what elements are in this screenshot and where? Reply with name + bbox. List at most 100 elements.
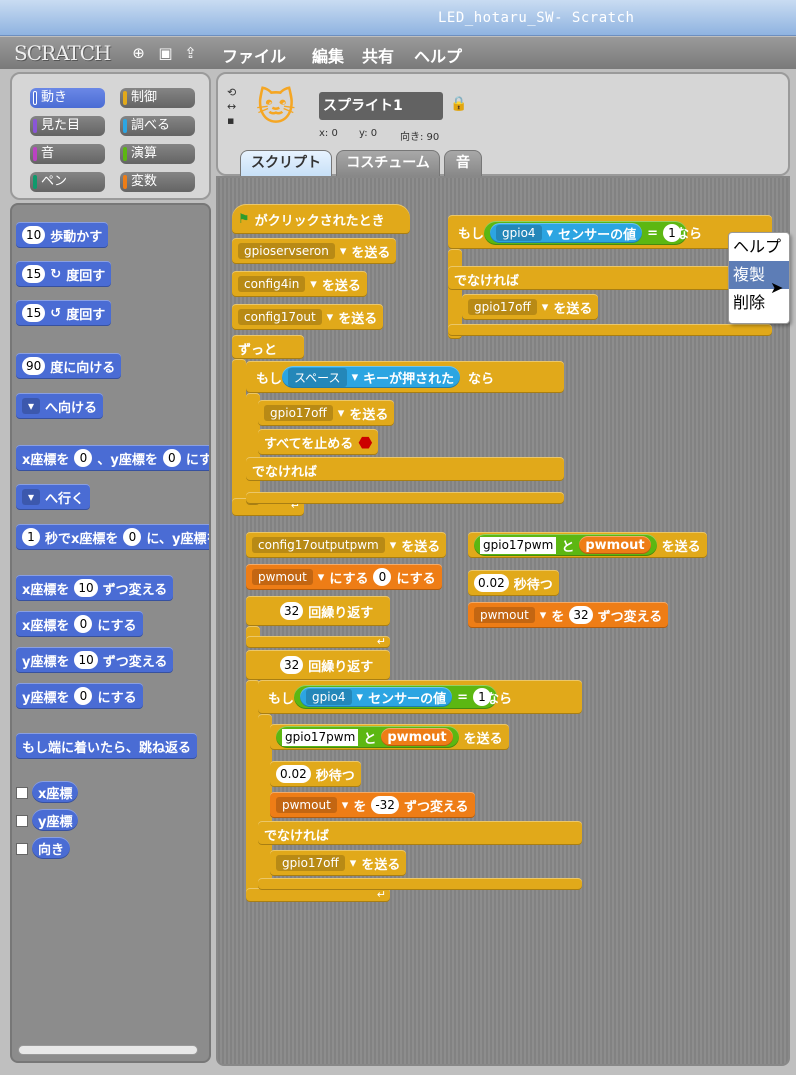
- when-flag-clicked-hat[interactable]: ⚑がクリックされたとき: [232, 204, 410, 234]
- block-point-towards[interactable]: ▾へ向ける: [16, 393, 104, 419]
- palette-scrollbar[interactable]: [18, 1045, 198, 1055]
- dropdown-icon: ▾: [22, 489, 41, 505]
- menu-help[interactable]: ヘルプ: [414, 47, 463, 66]
- checkbox-direction[interactable]: [16, 843, 28, 855]
- category-sensing[interactable]: 調べる: [120, 116, 195, 136]
- pwmout-reporter-2[interactable]: pwmout: [579, 536, 651, 554]
- turn-right-icon: ↻: [50, 266, 62, 282]
- reporter-x-position[interactable]: x座標: [32, 781, 79, 803]
- tab-sounds[interactable]: 音: [444, 150, 482, 176]
- sensor-value[interactable]: gpio4▾センサーの値: [490, 223, 643, 243]
- equals-operator[interactable]: gpio4▾センサーの値 =1: [484, 221, 687, 245]
- share-icon[interactable]: ⇪: [184, 44, 197, 62]
- block-bounce[interactable]: もし端に着いたら、跳ね返る: [16, 733, 198, 759]
- sprite-direction: 向き: 90: [400, 132, 440, 143]
- menu-share[interactable]: 共有: [362, 47, 395, 66]
- category-motion[interactable]: 動き: [30, 88, 105, 108]
- dropdown-icon: ▾: [356, 689, 364, 705]
- lock-icon[interactable]: 🔒: [450, 96, 468, 112]
- menu-edit[interactable]: 編集: [312, 47, 345, 66]
- broadcast-config17outputpwm[interactable]: config17outputpwm▾を送る: [246, 532, 447, 558]
- sensor-value-2[interactable]: gpio4▾センサーの値: [300, 687, 453, 707]
- category-operators[interactable]: 演算: [120, 144, 195, 164]
- dropdown-icon: ▾: [317, 569, 325, 585]
- reporter-direction[interactable]: 向き: [32, 837, 71, 859]
- forever-block[interactable]: [232, 335, 304, 359]
- repeat-end-2: ↵: [246, 888, 390, 902]
- category-control[interactable]: 制御: [120, 88, 195, 108]
- reporter-y-position[interactable]: y座標: [32, 809, 79, 831]
- dropdown-icon: ▾: [351, 369, 359, 385]
- sprite-y: y: 0: [359, 128, 378, 139]
- sprite-x: x: 0: [319, 128, 338, 139]
- broadcast-config17out[interactable]: config17out▾を送る: [232, 304, 384, 330]
- category-looks[interactable]: 見た目: [30, 116, 105, 136]
- repeat-block-2[interactable]: [246, 650, 390, 680]
- context-menu-help[interactable]: ヘルプ: [733, 237, 782, 256]
- menu-file[interactable]: ファイル: [222, 47, 287, 66]
- block-turn-right[interactable]: 15↻度回す: [16, 261, 112, 287]
- if-end-2: [448, 324, 772, 336]
- context-menu-duplicate[interactable]: 複製: [729, 261, 789, 289]
- tab-scripts[interactable]: スクリプト: [240, 150, 332, 176]
- broadcast-gpio17off-2[interactable]: gpio17off▾を送る: [462, 294, 599, 320]
- broadcast-gpioservseron[interactable]: gpioservseron▾を送る: [232, 238, 397, 264]
- tab-costumes[interactable]: コスチューム: [336, 150, 440, 176]
- stop-all-block[interactable]: すべてを止める⬣: [258, 429, 379, 455]
- dropdown-icon: ▾: [339, 243, 347, 259]
- category-variables[interactable]: 変数: [120, 172, 195, 192]
- loop-arrow-icon: ↵: [290, 499, 300, 512]
- save-icon[interactable]: ▣: [158, 44, 173, 62]
- loop-arrow-icon: ↵: [376, 888, 386, 901]
- block-turn-left[interactable]: 15↺度回す: [16, 300, 112, 326]
- else-bar-2: [448, 266, 772, 290]
- broadcast-config4in[interactable]: config4in▾を送る: [232, 271, 367, 297]
- repeat-block-1[interactable]: [246, 596, 390, 626]
- repeat-end-1: ↵: [246, 635, 390, 648]
- key-pressed-sensor[interactable]: スペース▾キーが押された: [282, 366, 461, 388]
- else-bar: [246, 457, 564, 481]
- scripts-area[interactable]: ⚑がクリックされたとき gpioservseron▾を送る config4in▾…: [216, 176, 790, 1066]
- equals-operator-2[interactable]: gpio4▾センサーの値 =1: [294, 685, 497, 709]
- rotation-style-icons[interactable]: ⟲↔▪: [227, 86, 237, 127]
- if-end-3: [258, 878, 582, 890]
- context-menu-delete[interactable]: 削除: [733, 293, 766, 312]
- broadcast-gpio17off[interactable]: gpio17off▾を送る: [258, 400, 395, 426]
- category-sound[interactable]: 音: [30, 144, 105, 164]
- menubar: SCRATCH ⊕ ▣ ⇪ ファイル 編集 共有 ヘルプ: [0, 37, 796, 69]
- block-goto-sprite[interactable]: ▾へ行く: [16, 484, 91, 510]
- dropdown-icon: ▾: [539, 607, 547, 623]
- dropdown-icon: ▾: [341, 797, 349, 813]
- sprite-name-field[interactable]: スプライト1: [319, 92, 443, 120]
- window-title: LED_hotaru_SW- Scratch: [438, 10, 635, 26]
- broadcast-gpio17off-3[interactable]: gpio17off▾を送る: [270, 850, 407, 876]
- dropdown-icon: ▾: [22, 398, 41, 414]
- sprite-info-panel: ⟲↔▪ 🐱 スプライト1 🔒 x: 0 y: 0 向き: 90 スクリプト コス…: [216, 72, 790, 176]
- checkbox-y-position[interactable]: [16, 815, 28, 827]
- category-pen[interactable]: ペン: [30, 172, 105, 192]
- globe-icon[interactable]: ⊕: [132, 44, 145, 62]
- window-titlebar: LED_hotaru_SW- Scratch: [0, 0, 796, 36]
- context-menu: ヘルプ 複製 削除: [728, 232, 790, 324]
- mouse-cursor-icon: ➤: [770, 278, 784, 297]
- checkbox-x-position[interactable]: [16, 787, 28, 799]
- pwmout-reporter[interactable]: pwmout: [381, 728, 453, 746]
